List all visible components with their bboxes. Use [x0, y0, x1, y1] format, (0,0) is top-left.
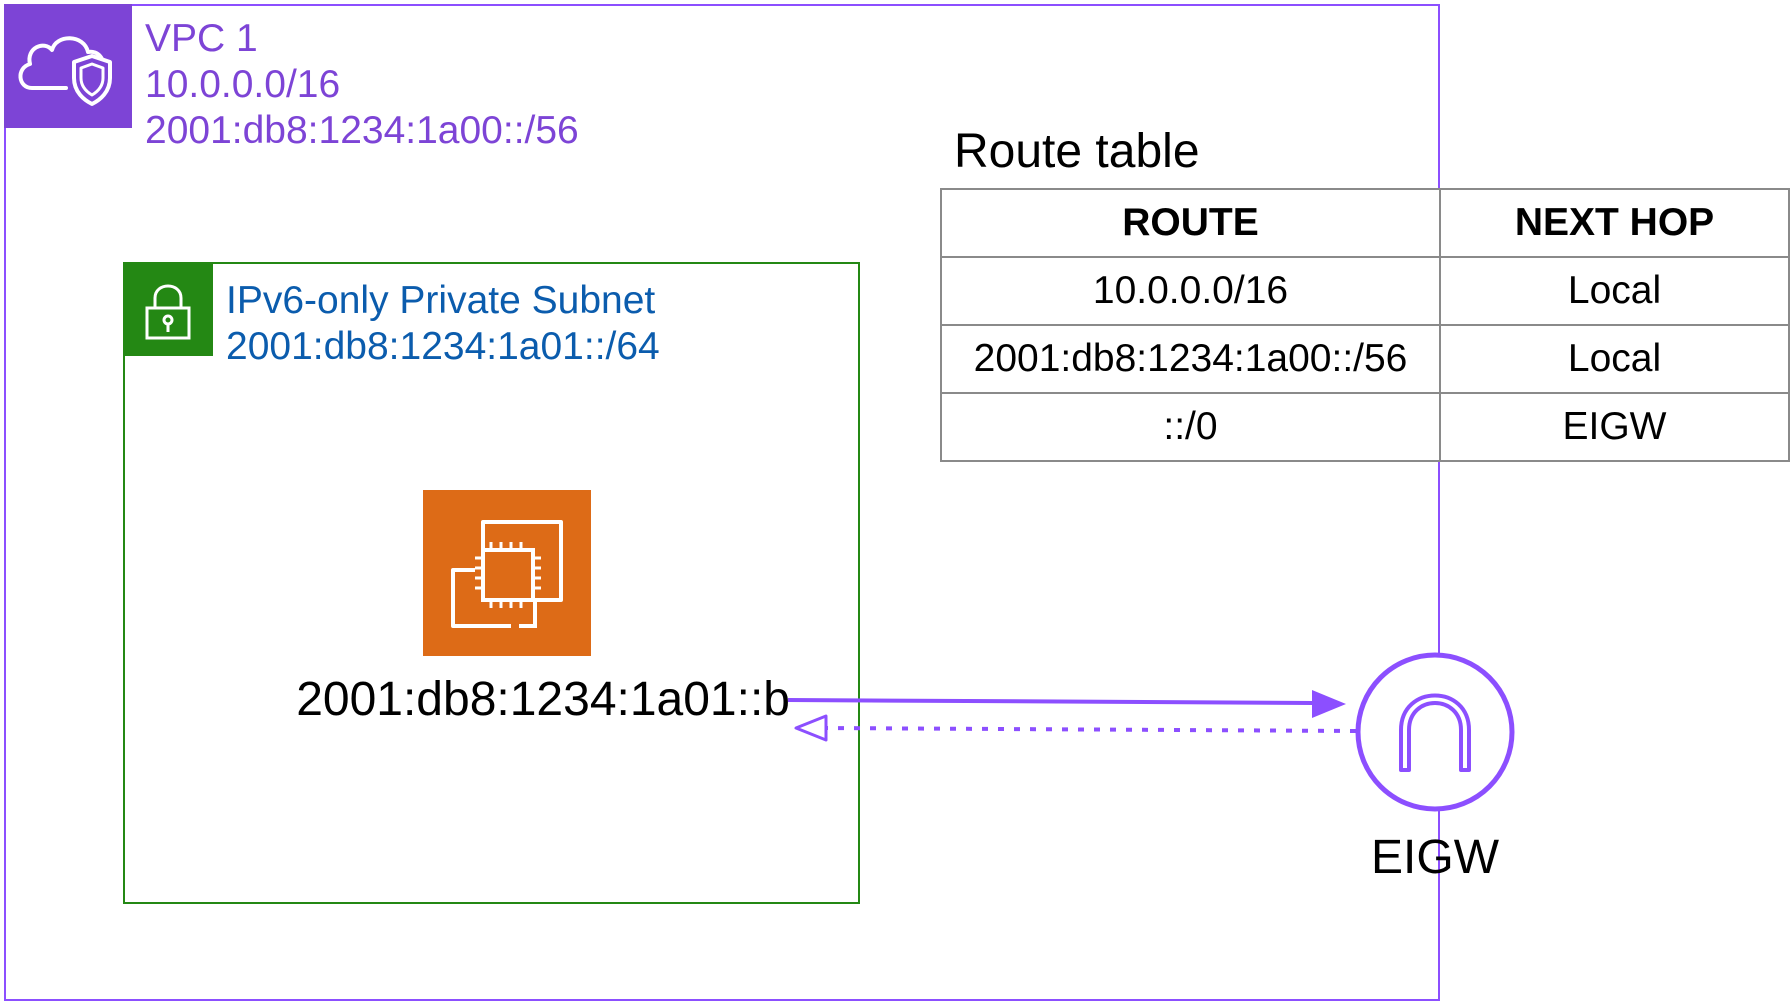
- lock-icon: [123, 262, 213, 356]
- table-row: ::/0 EIGW: [940, 392, 1790, 462]
- column-header-next-hop: NEXT HOP: [1439, 188, 1790, 258]
- table-row: 10.0.0.0/16 Local: [940, 256, 1790, 326]
- subnet-label: IPv6-only Private Subnet 2001:db8:1234:1…: [226, 278, 660, 370]
- table-row: 2001:db8:1234:1a00::/56 Local: [940, 324, 1790, 394]
- ec2-instance-icon: [423, 490, 591, 656]
- route-table-title: Route table: [954, 125, 1200, 178]
- outbound-traffic-arrow: [787, 690, 1346, 718]
- return-traffic-arrow: [794, 714, 1357, 742]
- vpc-label: VPC 1 10.0.0.0/16 2001:db8:1234:1a00::/5…: [145, 16, 579, 154]
- egress-only-internet-gateway-icon: [1355, 652, 1515, 812]
- instance-ipv6-address: 2001:db8:1234:1a01::b: [296, 673, 790, 726]
- column-header-route: ROUTE: [940, 188, 1441, 258]
- route-cell: ::/0: [940, 392, 1441, 462]
- subnet-ipv6-cidr: 2001:db8:1234:1a01::/64: [226, 325, 660, 368]
- subnet-name: IPv6-only Private Subnet: [226, 279, 656, 322]
- subnet-container: [123, 262, 860, 904]
- next-hop-cell: EIGW: [1439, 392, 1790, 462]
- vpc-ipv6-cidr: 2001:db8:1234:1a00::/56: [145, 109, 579, 152]
- vpc-container: [4, 4, 1440, 1001]
- route-table: ROUTE NEXT HOP 10.0.0.0/16 Local 2001:db…: [940, 188, 1790, 462]
- vpc-ipv4-cidr: 10.0.0.0/16: [145, 63, 341, 106]
- next-hop-cell: Local: [1439, 256, 1790, 326]
- next-hop-cell: Local: [1439, 324, 1790, 394]
- table-header-row: ROUTE NEXT HOP: [940, 188, 1790, 258]
- cloud-shield-icon: [4, 4, 132, 128]
- route-cell: 10.0.0.0/16: [940, 256, 1441, 326]
- route-cell: 2001:db8:1234:1a00::/56: [940, 324, 1441, 394]
- vpc-name: VPC 1: [145, 17, 258, 60]
- eigw-label: EIGW: [1371, 831, 1499, 884]
